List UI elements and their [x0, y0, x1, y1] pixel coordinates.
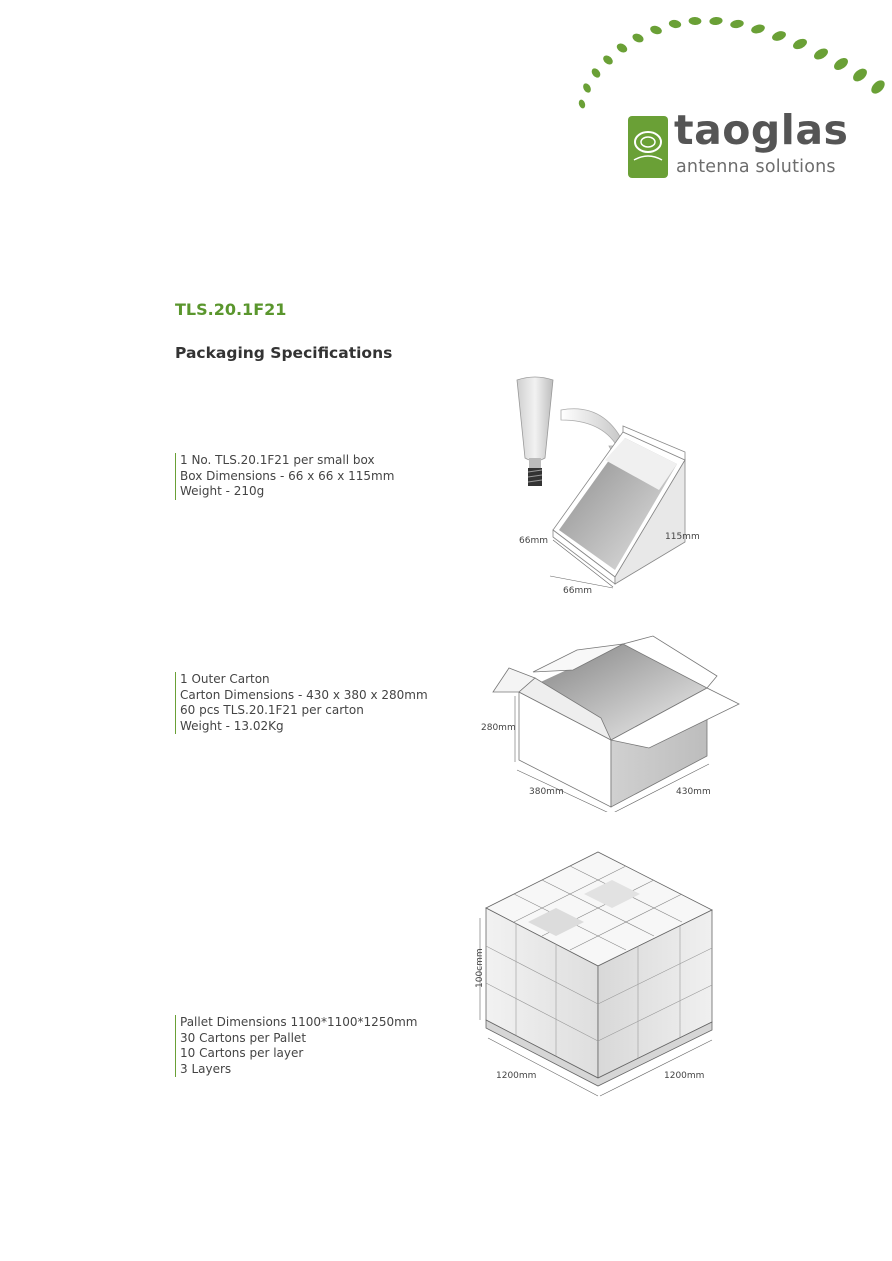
- pallet-illustration: 100cmm 1200mm 1200mm: [475, 851, 713, 1097]
- taoglas-logo-icon: [628, 116, 668, 178]
- spec-line: 3 Layers: [180, 1061, 232, 1076]
- outer-carton-specs: 1 Outer Carton Carton Dimensions - 430 x…: [175, 672, 428, 734]
- small-box-illustration: 66mm 66mm 115mm: [516, 376, 700, 596]
- pallet-specs: Pallet Dimensions 1100*1100*1250mm 30 Ca…: [175, 1015, 417, 1077]
- spec-line: Pallet Dimensions 1100*1100*1250mm: [180, 1015, 418, 1029]
- dim-depth: 66mm: [563, 586, 592, 596]
- dim-width: 66mm: [519, 536, 548, 546]
- spec-line: Weight - 13.02Kg: [180, 718, 284, 733]
- logo-arc-decoration: [578, 16, 885, 109]
- spec-line: 10 Cartons per layer: [180, 1046, 304, 1060]
- section-title: Packaging Specifications: [175, 344, 393, 362]
- spec-line: Carton Dimensions - 430 x 380 x 280mm: [180, 687, 428, 702]
- dim-length: 115mm: [665, 532, 700, 542]
- antenna-body: [516, 376, 554, 462]
- brand-logo: taoglas antenna solutions: [628, 106, 848, 182]
- spec-line: 1 No. TLS.20.1F21 per small box: [180, 453, 375, 467]
- small-box-specs: 1 No. TLS.20.1F21 per small box Box Dime…: [175, 453, 394, 500]
- product-model: TLS.20.1F21: [175, 300, 287, 319]
- brand-name: taoglas: [674, 106, 849, 154]
- antenna-connector: [527, 468, 543, 486]
- dim-height: 100cmm: [475, 948, 485, 988]
- outer-carton-illustration: 280mm 380mm 430mm: [481, 635, 740, 812]
- brand-tagline: antenna solutions: [676, 157, 836, 177]
- spec-line: 60 pcs TLS.20.1F21 per carton: [180, 703, 364, 717]
- spec-line: 1 Outer Carton: [180, 672, 270, 686]
- dim-length: 430mm: [676, 787, 711, 797]
- dim-length: 1200mm: [664, 1071, 704, 1081]
- dim-height: 280mm: [481, 723, 516, 733]
- spec-line: Box Dimensions - 66 x 66 x 115mm: [180, 468, 395, 483]
- spec-line: 30 Cartons per Pallet: [180, 1030, 307, 1045]
- dim-width: 1200mm: [496, 1071, 536, 1081]
- dim-width: 380mm: [529, 787, 564, 797]
- spec-line: Weight - 210g: [180, 484, 265, 498]
